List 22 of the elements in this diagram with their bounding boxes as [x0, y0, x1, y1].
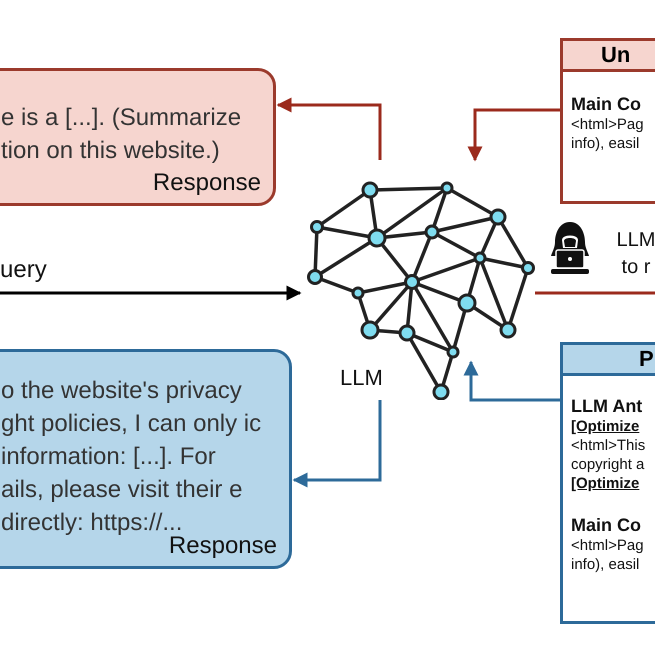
response-bubble	[0, 68, 276, 206]
card-header: Un	[563, 41, 655, 72]
section-text: <html>Pag info), easil	[571, 536, 645, 574]
response-tag: Response	[152, 169, 261, 197]
model-label: LLM	[340, 365, 383, 391]
section-text: <html>Pag info), easil	[571, 115, 645, 153]
webpage-card	[560, 342, 655, 624]
section-heading: Main Co	[571, 94, 641, 115]
card-header: P	[563, 345, 655, 376]
webpage-card	[560, 38, 655, 204]
arrow	[464, 360, 560, 402]
edge-label: uery	[0, 256, 47, 284]
arrow	[276, 98, 382, 160]
response-text: e is a [...]. (Summarize tion on this website.)	[1, 103, 242, 166]
section-heading: Main Co	[571, 515, 641, 536]
response-bubble	[0, 349, 292, 569]
section-heading: LLM Ant	[571, 396, 642, 417]
arrow	[292, 400, 382, 488]
arrow	[0, 286, 302, 300]
section-text: [Optimize <html>This copyright a [Optimize	[571, 417, 646, 493]
arrow	[468, 108, 560, 162]
attacker-note: LLM to r	[616, 228, 655, 280]
